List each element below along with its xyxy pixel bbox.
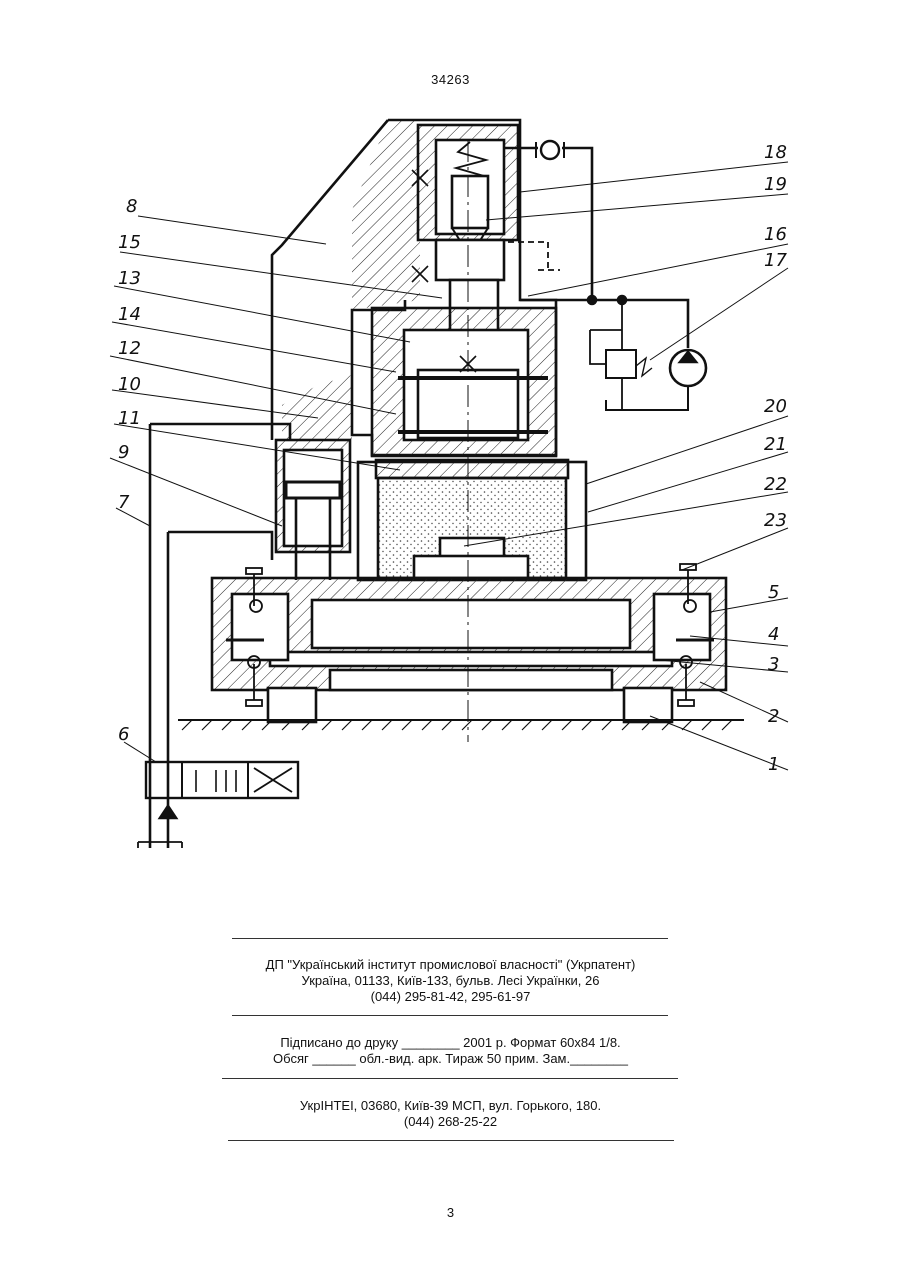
table-slot [270, 652, 672, 666]
divider [228, 1140, 674, 1141]
part-label: 19 [764, 174, 787, 195]
print-signed-line: Підписано до друку ________ 2001 р. Форм… [0, 1035, 901, 1051]
part-label: 13 [118, 268, 141, 289]
part-label: 5 [768, 582, 779, 603]
part-label: 14 [118, 304, 141, 325]
part-label: 7 [118, 492, 130, 513]
part-label: 20 [764, 396, 787, 417]
table-cavity [312, 600, 630, 648]
publisher-address: Україна, 01133, Київ-133, бульв. Лесі Ук… [0, 973, 901, 989]
part-label: 10 [118, 374, 141, 395]
relief-valve-17 [606, 350, 636, 378]
part-label: 1 [768, 754, 779, 775]
part-label: 23 [764, 510, 787, 531]
supply-line-7c [168, 532, 272, 560]
part-label: 16 [764, 224, 787, 245]
print-volume-line: Обсяг ______ обл.-вид. арк. Тираж 50 при… [0, 1051, 901, 1067]
right-pocket [654, 594, 710, 660]
technical-drawing: 18 19 8 15 16 13 17 14 12 20 10 11 21 9 … [0, 0, 901, 880]
check-valve [541, 141, 559, 159]
part-label: 18 [764, 142, 787, 163]
divider [222, 1078, 678, 1079]
printer-block: УкрІНТЕІ, 03680, Київ-39 МСП, вул. Горьк… [0, 1098, 901, 1130]
part-label: 22 [764, 474, 787, 495]
part-label: 15 [118, 232, 141, 253]
part-label: 8 [126, 196, 137, 217]
printer-address: УкрІНТЕІ, 03680, Київ-39 МСП, вул. Горьк… [0, 1098, 901, 1114]
part-label: 4 [768, 624, 779, 645]
part-label: 3 [768, 654, 779, 675]
leg-right [624, 688, 672, 722]
pressure-line [592, 300, 688, 348]
drain-symbol [508, 242, 560, 270]
page-number: 3 [0, 1205, 901, 1220]
base-block [330, 670, 612, 690]
left-pocket [232, 594, 288, 660]
publisher-name: ДП "Український інститут промислової вла… [0, 957, 901, 973]
side-piston-9 [286, 482, 340, 498]
part-label: 12 [118, 338, 141, 359]
piston-19 [452, 176, 488, 228]
part-label: 11 [118, 408, 141, 429]
part-label: 6 [118, 724, 129, 745]
leg-left [268, 688, 316, 722]
guide-block [436, 240, 504, 280]
die-base [414, 556, 528, 578]
divider [232, 938, 668, 939]
publisher-block: ДП "Український інститут промислової вла… [0, 957, 901, 1005]
print-details-block: Підписано до друку ________ 2001 р. Форм… [0, 1035, 901, 1067]
part-label: 17 [764, 250, 787, 271]
part-label: 21 [764, 434, 787, 455]
part-label: 9 [118, 442, 129, 463]
divider [232, 1015, 668, 1016]
supply-line-7a [150, 424, 290, 440]
publisher-phone: (044) 295-81-42, 295-61-97 [0, 989, 901, 1005]
printer-phone: (044) 268-25-22 [0, 1114, 901, 1130]
part-label: 2 [768, 706, 779, 727]
